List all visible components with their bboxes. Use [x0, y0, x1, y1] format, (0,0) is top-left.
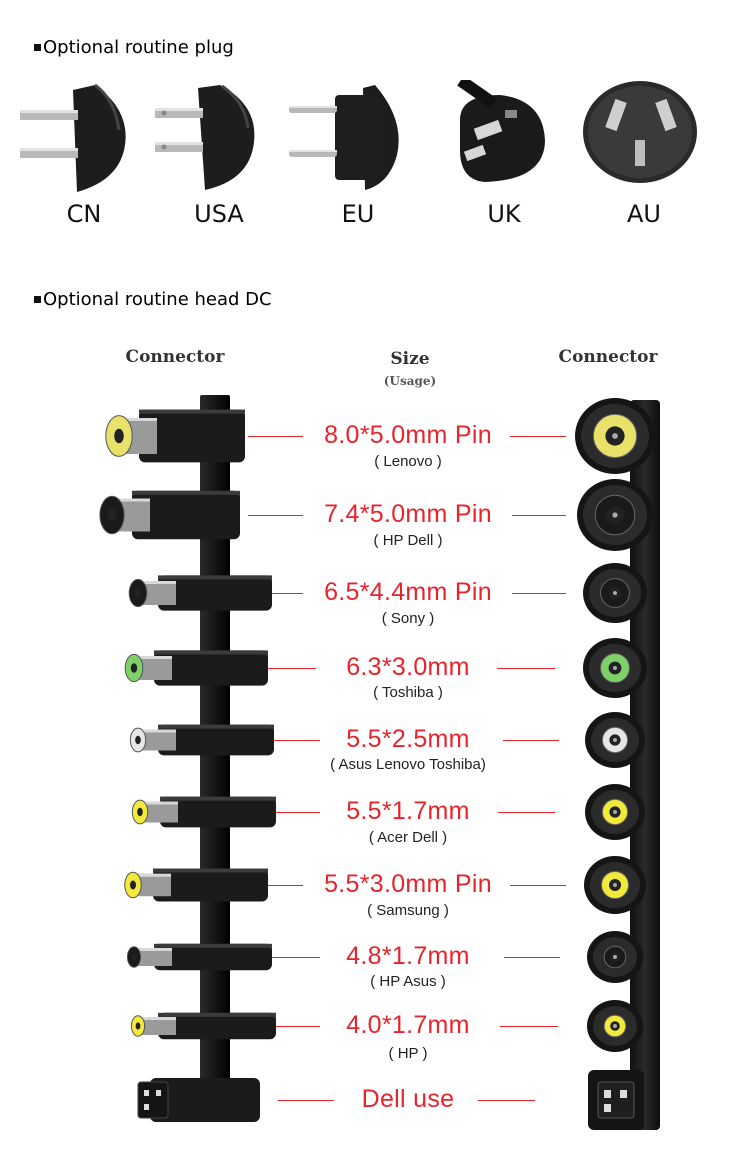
uk-plug-icon	[457, 80, 545, 182]
eu-plug-icon	[289, 85, 399, 190]
plug-section-title-text: Optional routine plug	[43, 37, 234, 58]
tip-size-label: 6.5*4.4mm Pin	[324, 578, 492, 606]
right-connector-tip-icon	[583, 563, 647, 623]
right-connector-tip-icon	[577, 479, 653, 551]
right-connector-tip-icon	[588, 1070, 644, 1130]
left-connector-tip-icon	[124, 868, 268, 902]
tip-size-label: Dell use	[361, 1085, 455, 1113]
leader-line-left	[262, 957, 320, 959]
bullet-square-icon	[34, 295, 41, 303]
right-connector-tip-icon	[585, 712, 645, 768]
leader-line-left	[248, 515, 303, 517]
leader-line-right	[478, 1100, 535, 1102]
leader-line-right	[504, 957, 560, 959]
leader-line-left	[262, 1026, 320, 1028]
leader-line-left	[278, 1100, 334, 1102]
leader-line-left	[258, 668, 316, 670]
left-connector-tip-icon	[130, 1012, 276, 1040]
tip-usage-label: ( HP )	[388, 1045, 428, 1062]
leader-line-right	[497, 668, 555, 670]
cn-plug-icon	[20, 83, 126, 192]
tip-size-label: 5.5*1.7mm	[346, 797, 470, 825]
right-connector-tip-icon	[587, 931, 643, 983]
plug-label-uk: UK	[487, 200, 521, 228]
plug-section-title: Optional routine plug	[34, 37, 234, 58]
usa-plug-icon	[155, 84, 255, 190]
tip-usage-label: ( Asus Lenovo Toshiba)	[330, 756, 486, 773]
leader-line-left	[248, 885, 303, 887]
left-connector-tip-icon	[126, 943, 272, 971]
dc-section-title-text: Optional routine head DC	[43, 289, 272, 310]
right-connector-tip-icon	[587, 1000, 643, 1052]
left-connector-tip-icon	[105, 409, 245, 463]
leader-line-left	[262, 740, 320, 742]
right-connector-tip-icon	[584, 856, 646, 914]
plug-label-au: AU	[627, 200, 661, 228]
dc-section-title: Optional routine head DC	[34, 289, 272, 310]
left-connector-header: Connector	[125, 347, 225, 367]
leader-line-right	[510, 436, 566, 438]
tip-usage-label: ( Samsung )	[367, 902, 449, 919]
right-connector-tip-icon	[575, 398, 655, 474]
right-connector-tip-icon	[583, 638, 647, 698]
tip-usage-label: ( HP Asus )	[370, 973, 446, 990]
left-connector-tip-icon	[131, 796, 276, 828]
plug-label-usa: USA	[194, 200, 244, 228]
tip-usage-label: ( Acer Dell )	[368, 829, 448, 846]
left-connector-tip-icon	[128, 575, 272, 611]
leader-line-right	[510, 885, 566, 887]
leader-line-left	[248, 436, 303, 438]
tip-size-label: 4.0*1.7mm	[346, 1011, 470, 1039]
right-connector-tip-icon	[585, 784, 645, 840]
leader-line-right	[500, 1026, 558, 1028]
tip-size-label: 6.3*3.0mm	[346, 653, 470, 681]
size-header: Size	[390, 349, 430, 369]
tip-usage-label: ( HP Dell )	[373, 532, 443, 549]
left-connector-tip-icon	[137, 1078, 260, 1122]
right-connector-header: Connector	[558, 347, 658, 367]
tip-size-label: 7.4*5.0mm Pin	[324, 500, 492, 528]
leader-line-left	[262, 812, 320, 814]
tip-usage-label: ( Sony )	[381, 610, 435, 627]
left-connector-tip-icon	[124, 650, 268, 686]
leader-line-right	[498, 812, 555, 814]
usage-header: (Usage)	[383, 374, 437, 388]
leader-line-left	[248, 593, 303, 595]
tip-usage-label: ( Lenovo )	[374, 453, 442, 470]
leader-line-right	[512, 593, 566, 595]
tip-usage-label: ( Toshiba )	[373, 684, 443, 701]
leader-line-right	[512, 515, 566, 517]
plug-label-cn: CN	[66, 200, 102, 228]
tip-size-label: 5.5*2.5mm	[346, 725, 470, 753]
plug-label-eu: EU	[341, 200, 375, 228]
tip-size-label: 8.0*5.0mm Pin	[324, 421, 492, 449]
au-plug-icon	[583, 81, 697, 183]
tip-size-label: 4.8*1.7mm	[346, 942, 470, 970]
leader-line-right	[503, 740, 559, 742]
tip-size-label: 5.5*3.0mm Pin	[324, 870, 492, 898]
left-connector-tip-icon	[99, 490, 240, 540]
bullet-square-icon	[34, 43, 41, 51]
left-connector-tip-icon	[129, 724, 274, 756]
